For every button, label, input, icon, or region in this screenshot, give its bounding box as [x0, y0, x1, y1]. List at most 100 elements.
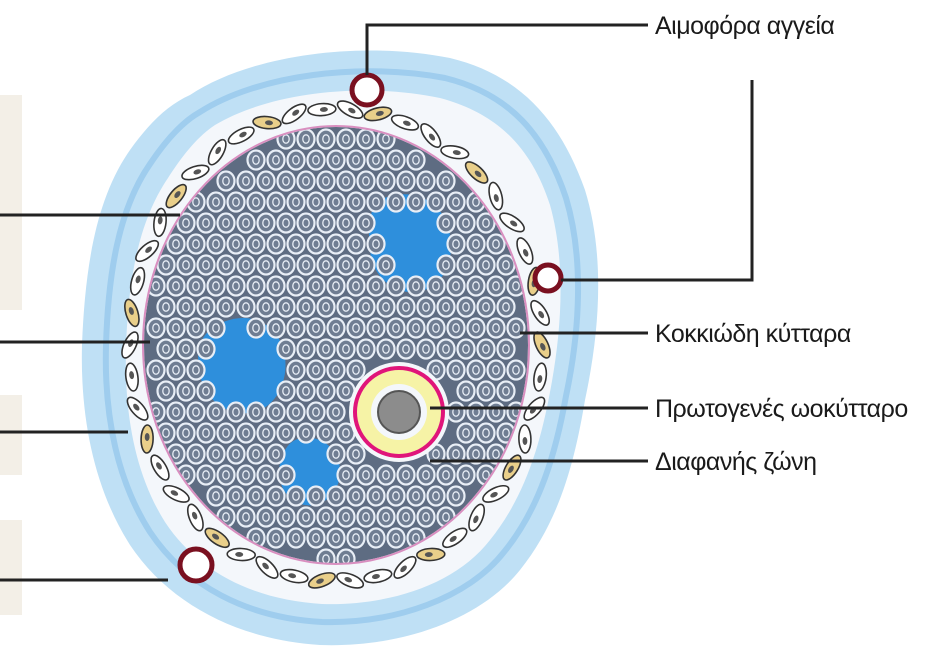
granulosa-cell	[328, 529, 345, 548]
granulosa-cell	[428, 277, 445, 296]
granulosa-cell	[328, 235, 345, 254]
granulosa-cell	[478, 298, 495, 317]
granulosa-cell	[258, 172, 275, 191]
granulosa-cell	[468, 277, 485, 296]
granulosa-cell	[158, 256, 175, 275]
granulosa-cell	[398, 466, 415, 485]
granulosa-cell	[448, 403, 465, 422]
granulosa-cell	[358, 214, 375, 233]
granulosa-cell	[268, 529, 285, 548]
granulosa-cell	[148, 319, 165, 338]
granulosa-cell	[158, 298, 175, 317]
granulosa-cell	[198, 424, 215, 443]
granulosa-cell	[388, 487, 405, 506]
granulosa-cell	[298, 172, 315, 191]
granulosa-cell	[448, 319, 465, 338]
granulosa-cell	[238, 508, 255, 527]
granulosa-cell	[258, 508, 275, 527]
blood-vessel	[352, 75, 382, 105]
granulosa-cell	[388, 277, 405, 296]
granulosa-cell	[178, 340, 195, 359]
granulosa-cell	[338, 214, 355, 233]
granulosa-cell	[288, 319, 305, 338]
granulosa-cell	[328, 277, 345, 296]
granulosa-cell	[228, 193, 245, 212]
granulosa-cell	[318, 424, 335, 443]
granulosa-cell	[208, 403, 225, 422]
granulosa-cell	[208, 445, 225, 464]
granulosa-cell	[318, 340, 335, 359]
granulosa-cell	[368, 529, 385, 548]
theca-cell	[227, 548, 255, 561]
granulosa-cell	[278, 298, 295, 317]
granulosa-cell	[408, 319, 425, 338]
granulosa-cell	[228, 235, 245, 254]
theca-cell	[417, 548, 445, 561]
granulosa-cell	[348, 361, 365, 380]
granulosa-cell	[258, 424, 275, 443]
granulosa-cell	[268, 403, 285, 422]
granulosa-cell	[168, 319, 185, 338]
granulosa-cell	[478, 256, 495, 275]
granulosa-cell	[188, 319, 205, 338]
granulosa-cell	[308, 361, 325, 380]
granulosa-cell	[308, 529, 325, 548]
granulosa-cell	[188, 361, 205, 380]
granulosa-cell	[278, 508, 295, 527]
granulosa-cell	[418, 340, 435, 359]
granulosa-cell	[298, 424, 315, 443]
granulosa-cell	[218, 256, 235, 275]
granulosa-cell	[168, 235, 185, 254]
granulosa-cell	[228, 445, 245, 464]
granulosa-cell	[248, 277, 265, 296]
granulosa-cell	[378, 466, 395, 485]
granulosa-cell	[488, 319, 505, 338]
granulosa-cell	[328, 193, 345, 212]
granulosa-cell	[328, 319, 345, 338]
granulosa-cell	[328, 445, 345, 464]
granulosa-cell	[478, 382, 495, 401]
granulosa-cell	[368, 319, 385, 338]
granulosa-cell	[418, 298, 435, 317]
granulosa-cell	[438, 466, 455, 485]
granulosa-cell	[178, 382, 195, 401]
granulosa-cell	[228, 403, 245, 422]
granulosa-cell	[268, 445, 285, 464]
granulosa-cell	[238, 256, 255, 275]
granulosa-cell	[488, 361, 505, 380]
granulosa-cell	[358, 298, 375, 317]
granulosa-cell	[508, 319, 525, 338]
granulosa-cell	[378, 508, 395, 527]
granulosa-cell	[218, 466, 235, 485]
granulosa-cell	[368, 193, 385, 212]
granulosa-cell	[408, 277, 425, 296]
granulosa-cell	[278, 424, 295, 443]
granulosa-cell	[248, 235, 265, 254]
granulosa-cell	[318, 172, 335, 191]
granulosa-cell	[268, 235, 285, 254]
granulosa-cell	[248, 445, 265, 464]
granulosa-cell	[348, 529, 365, 548]
granulosa-cell	[458, 256, 475, 275]
oocyte-nucleus	[378, 391, 420, 433]
granulosa-cell	[288, 277, 305, 296]
granulosa-cell	[288, 361, 305, 380]
granulosa-cell	[238, 172, 255, 191]
label-granulosa-cells: Κοκκιώδη κύτταρα	[655, 320, 851, 348]
granulosa-cell	[248, 403, 265, 422]
granulosa-cell	[308, 487, 325, 506]
granulosa-cell	[338, 466, 355, 485]
granulosa-cell	[368, 487, 385, 506]
granulosa-cell	[248, 193, 265, 212]
granulosa-cell	[198, 466, 215, 485]
granulosa-cell	[218, 214, 235, 233]
granulosa-cell	[348, 235, 365, 254]
granulosa-cell	[288, 403, 305, 422]
label-zona-pellucida: Διαφανής ζώνη	[655, 448, 817, 476]
granulosa-cell	[308, 151, 325, 170]
granulosa-cell	[418, 466, 435, 485]
granulosa-cell	[178, 256, 195, 275]
granulosa-cell	[418, 172, 435, 191]
granulosa-cell	[478, 424, 495, 443]
granulosa-cell	[408, 193, 425, 212]
